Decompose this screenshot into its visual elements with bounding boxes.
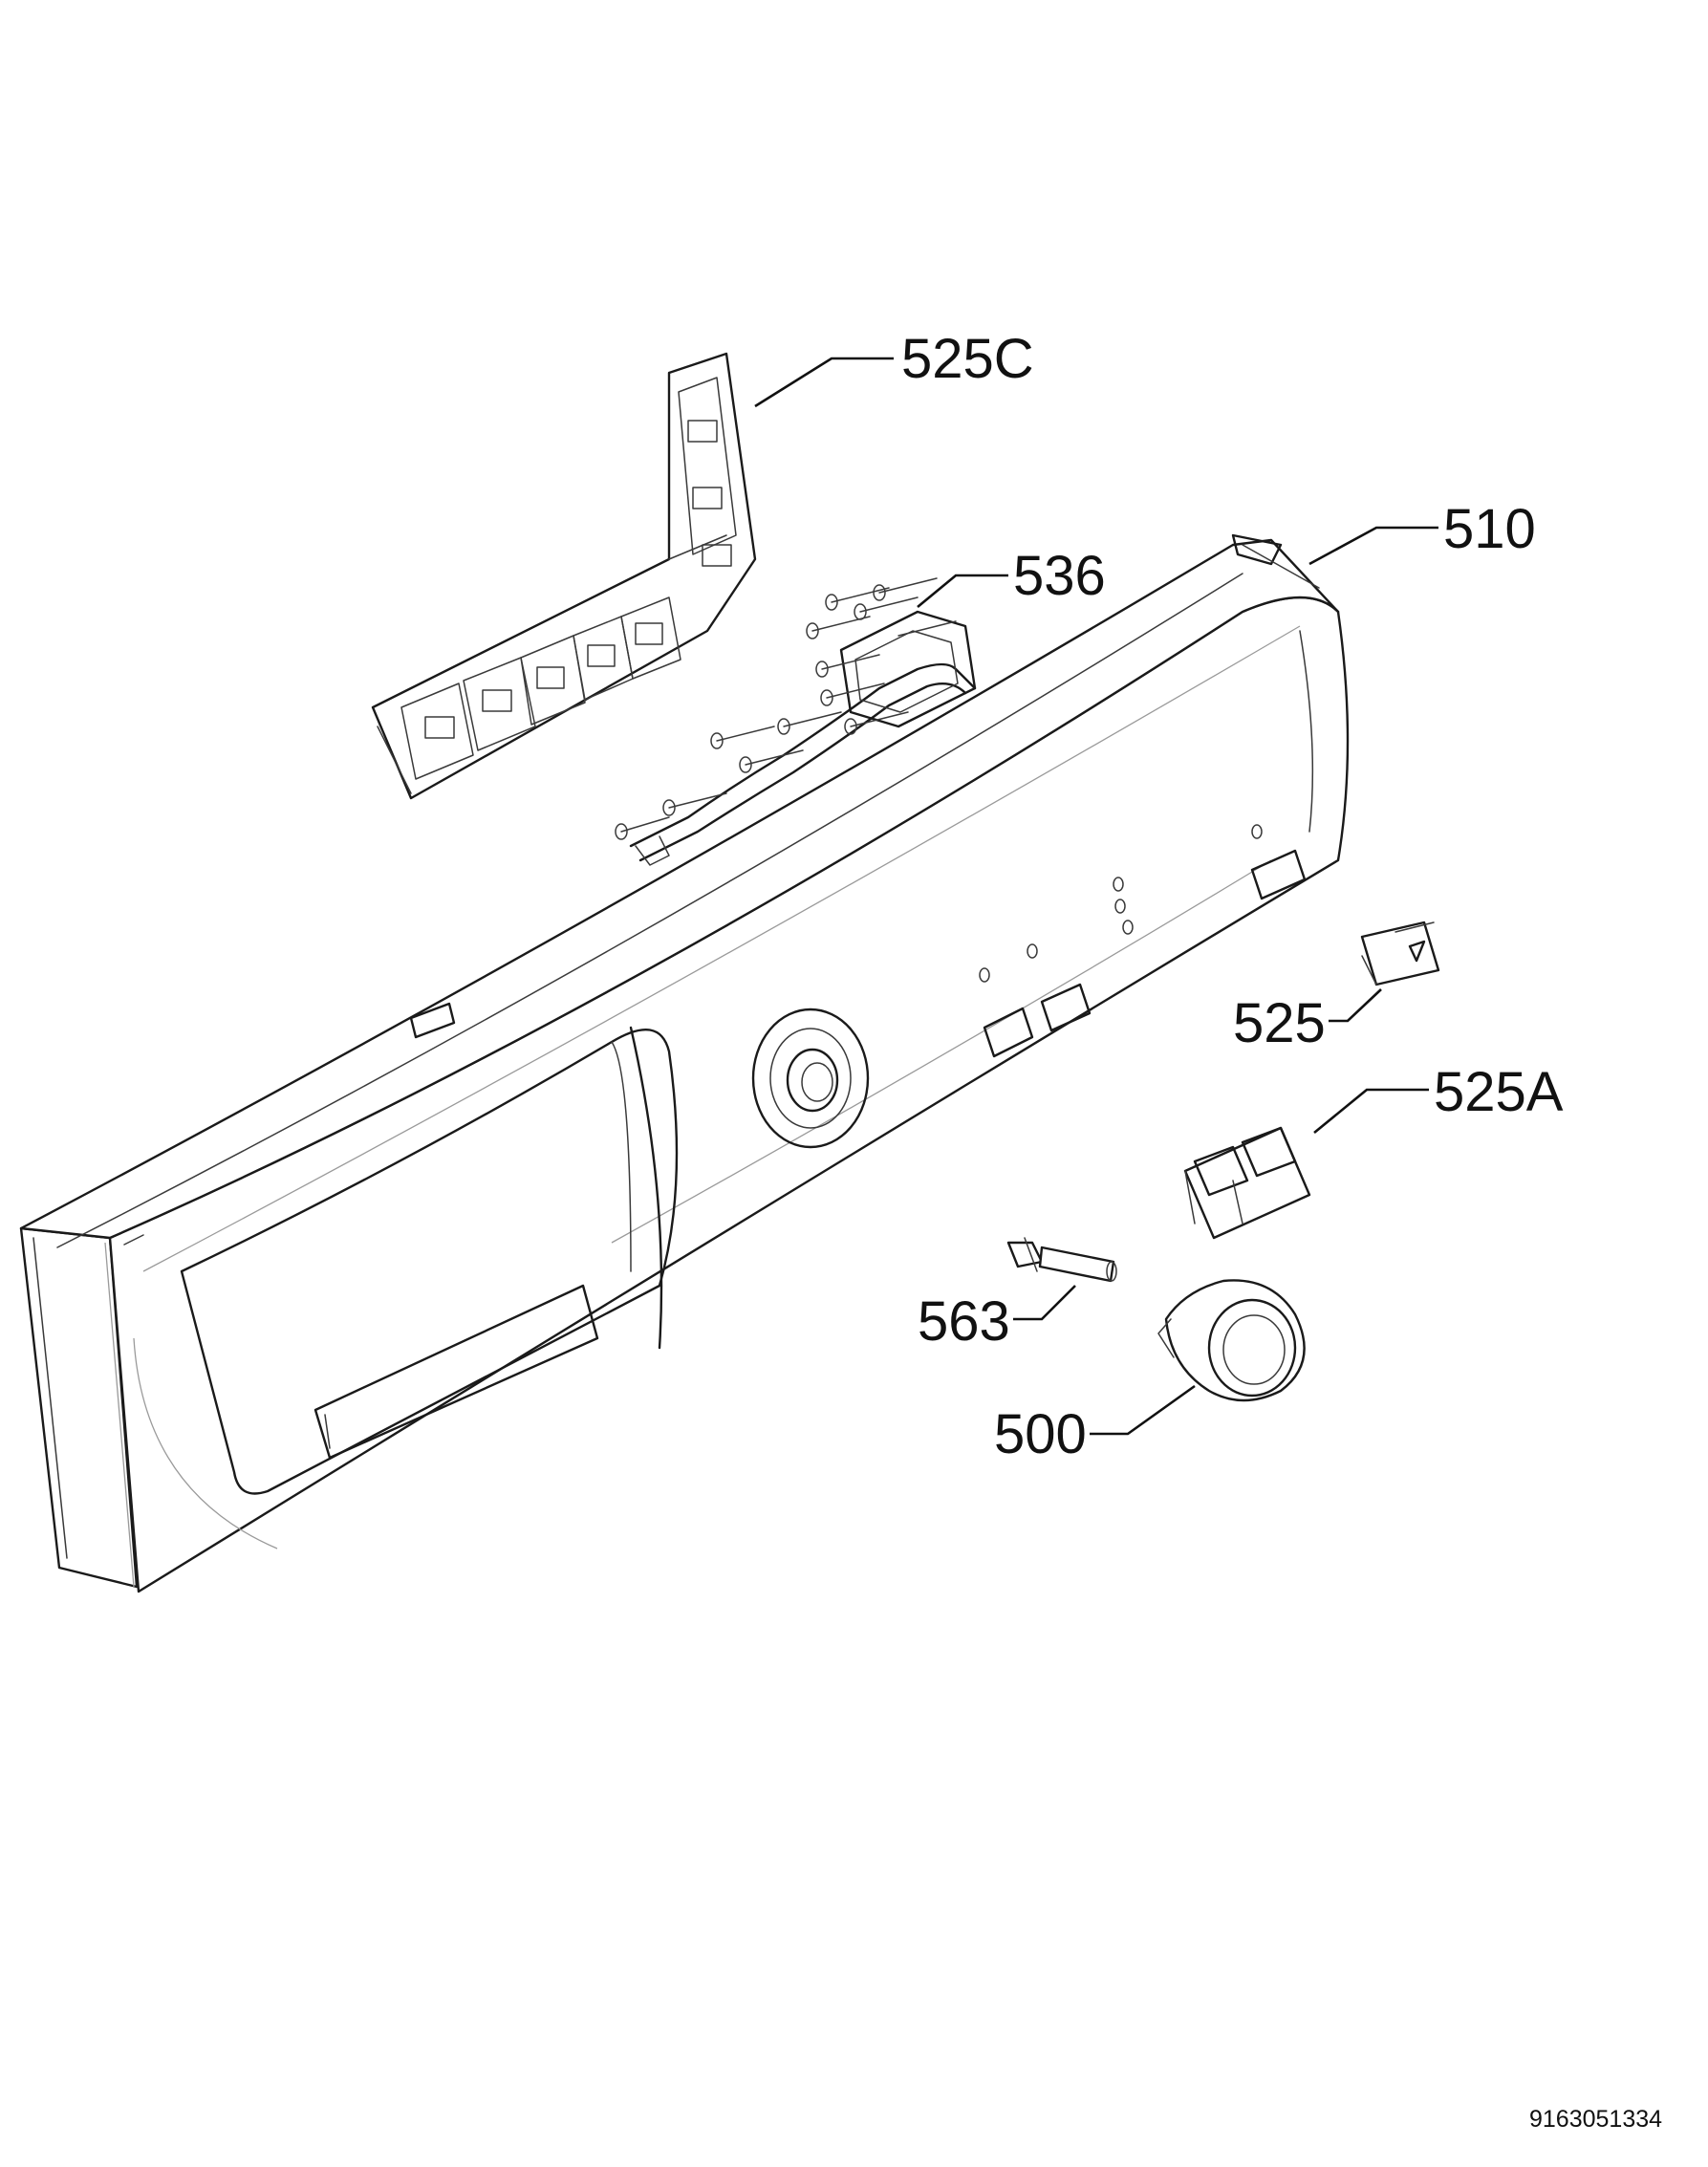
part-label-525a: 525A [1434, 1061, 1564, 1123]
leader-525c [754, 357, 894, 408]
push-button-525 [1360, 921, 1440, 986]
leader-lines [754, 357, 1438, 1436]
part-label-536: 536 [1013, 545, 1106, 607]
part-label-500: 500 [994, 1403, 1087, 1465]
part-label-525c: 525C [901, 328, 1034, 390]
leader-500 [1090, 1384, 1196, 1436]
part-label-525: 525 [1233, 992, 1326, 1054]
leader-525a [1313, 1088, 1429, 1135]
light-guides-536 [615, 577, 977, 866]
selector-knob-500 [1157, 1279, 1306, 1402]
push-button-525a [1183, 1126, 1311, 1240]
switch-carrier-525c [371, 352, 757, 800]
leader-510 [1308, 526, 1438, 566]
shaft-563 [1006, 1237, 1117, 1283]
part-label-563: 563 [918, 1290, 1010, 1353]
control-panel-fascia-510 [19, 533, 1350, 1593]
part-label-510: 510 [1443, 498, 1536, 560]
leader-563 [1013, 1285, 1076, 1321]
document-number: 9163051334 [1529, 2106, 1662, 2133]
leader-525 [1329, 988, 1382, 1023]
leader-536 [917, 574, 1008, 609]
